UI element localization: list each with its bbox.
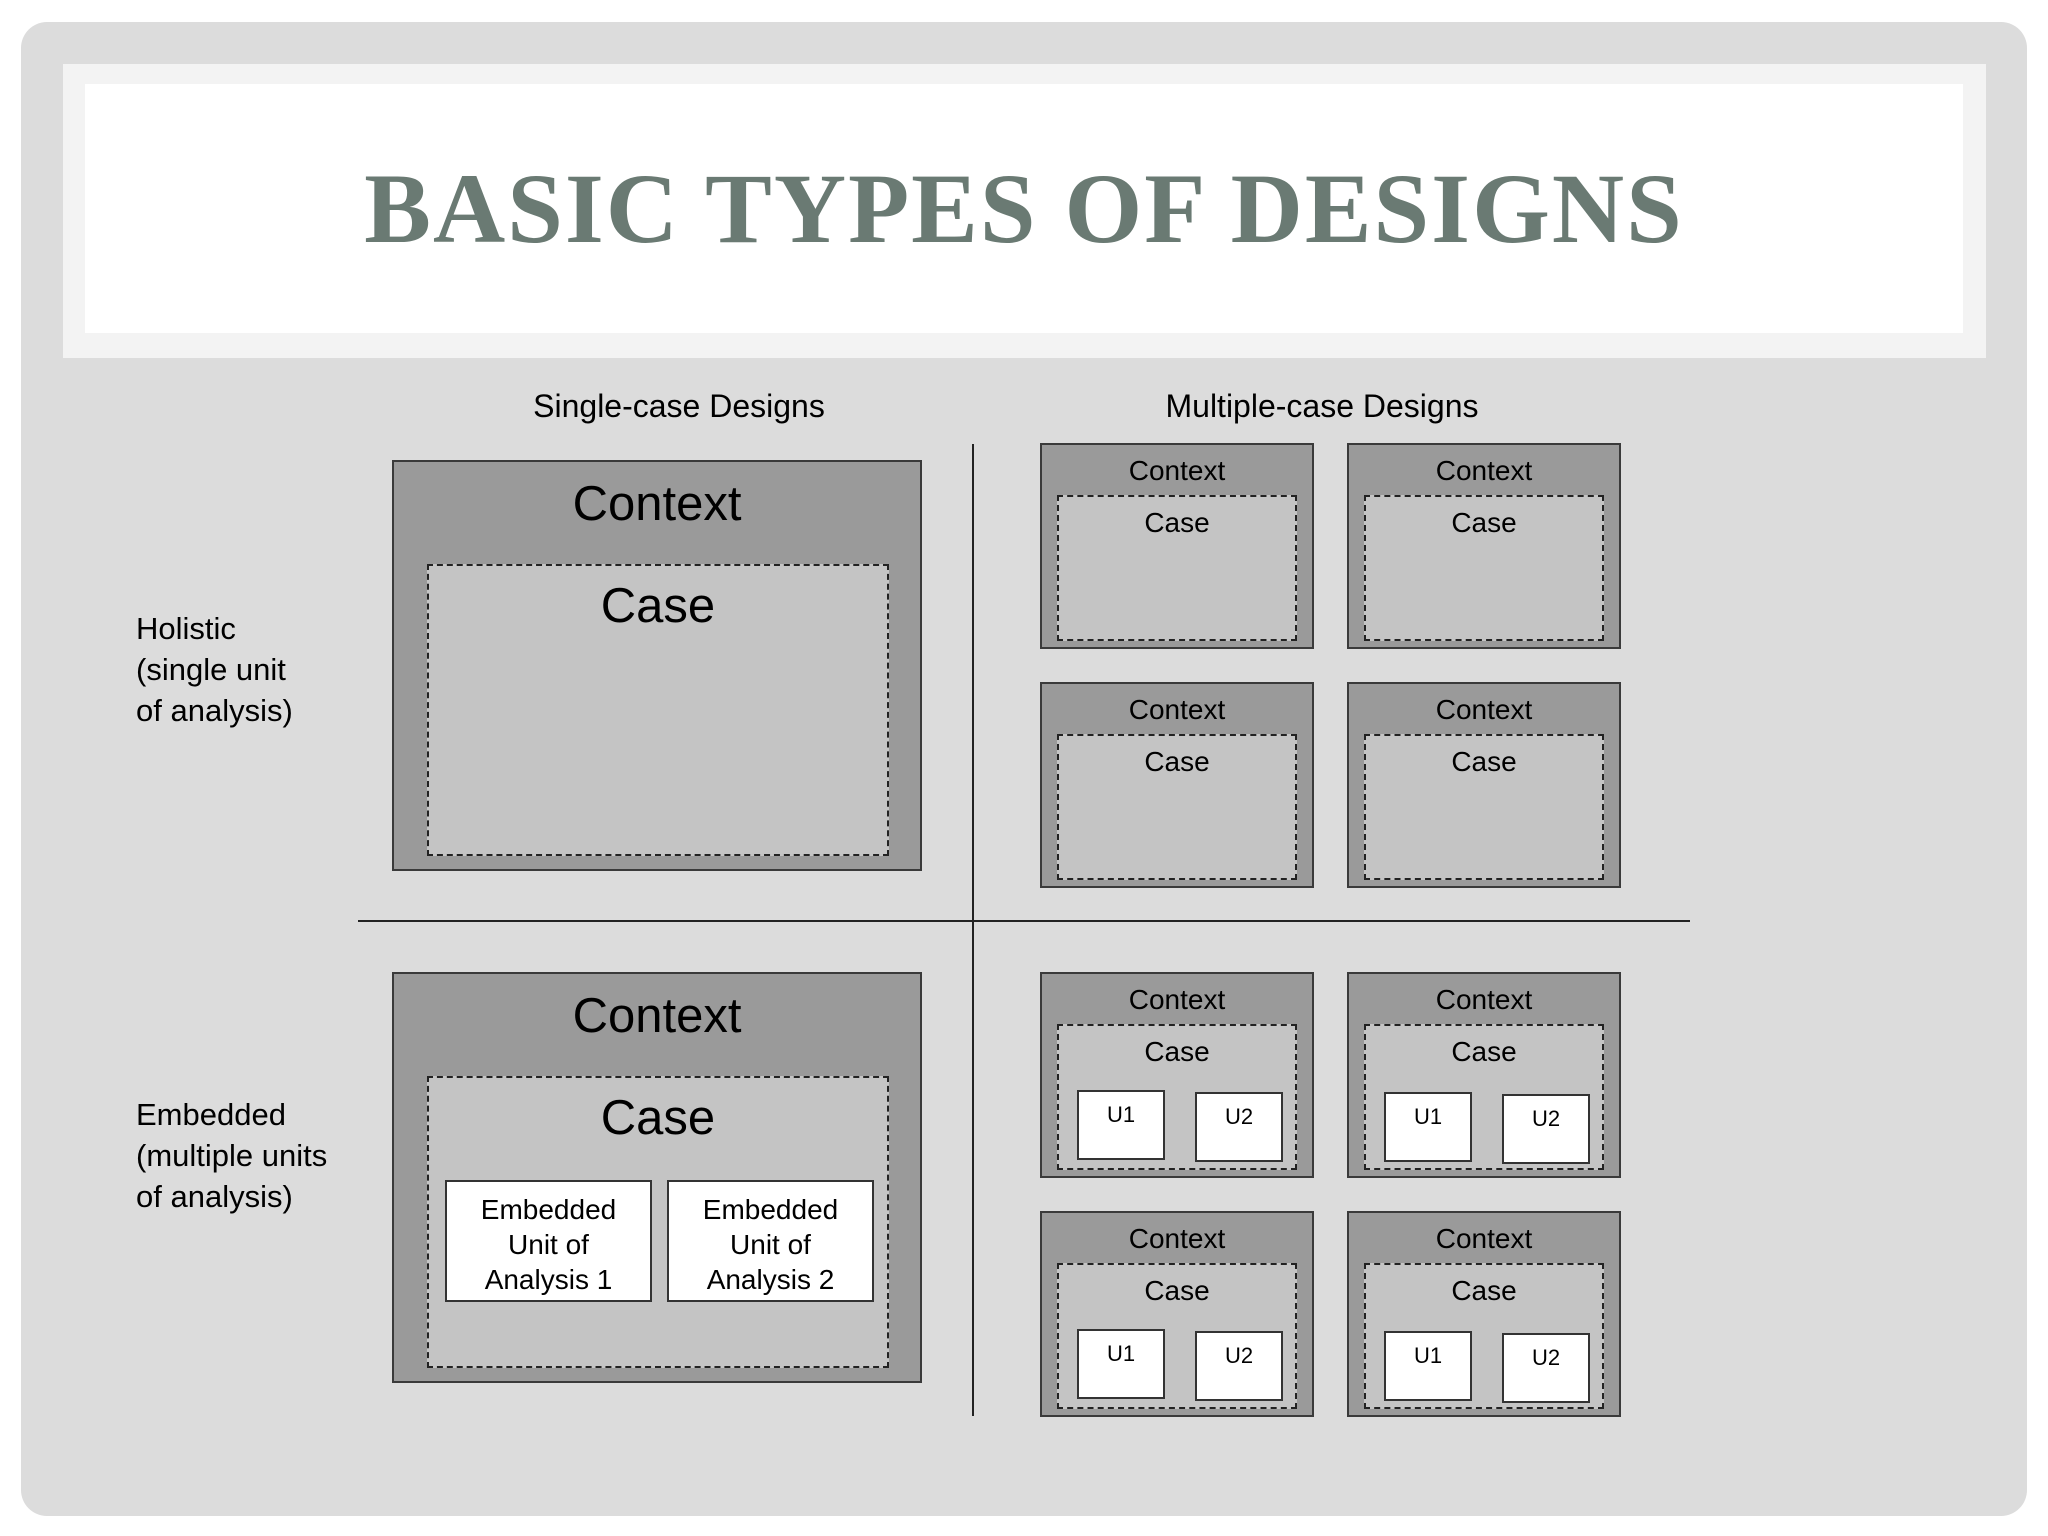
row-heading-embedded-line-3: of analysis) [136, 1179, 293, 1214]
context-label: Context [572, 989, 742, 1043]
case-label: Case [1451, 507, 1517, 538]
case-box: Case U1 U2 [1057, 1263, 1297, 1409]
context-box-multi-holistic-4: Context Case [1347, 682, 1621, 888]
case-box: Case [1364, 495, 1604, 641]
embedded-unit-1-line-1: Embedded [480, 1194, 617, 1225]
embedded-unit-1-line-3: Analysis 1 [484, 1264, 613, 1295]
row-heading-embedded-line-1: Embedded [136, 1097, 286, 1132]
horizontal-divider [358, 920, 1690, 922]
case-box: Case [1364, 734, 1604, 880]
embedded-unit-1: Embedded Unit of Analysis 1 [445, 1180, 652, 1302]
context-box-single-holistic: Context Case [392, 460, 922, 871]
embedded-unit-2-line-2: Unit of [730, 1229, 811, 1260]
column-heading-single: Single-case Designs [533, 388, 825, 424]
case-label: Case [1144, 507, 1210, 538]
vertical-divider [972, 444, 974, 1416]
case-box: Case [1057, 734, 1297, 880]
case-label: Case [1144, 746, 1210, 777]
embedded-unit-2-line-3: Analysis 2 [706, 1264, 835, 1295]
row-heading-holistic-line-3: of analysis) [136, 693, 293, 728]
unit-u2: U2 [1195, 1092, 1283, 1162]
case-label: Case [1144, 1036, 1210, 1067]
case-label: Case [1451, 746, 1517, 777]
context-box-multi-embedded-1: Context Case U1 U2 [1040, 972, 1314, 1178]
row-heading-embedded: Embedded (multiple units of analysis) [136, 1094, 327, 1217]
case-box: Case [427, 564, 889, 856]
case-box: Case U1 U2 [1364, 1024, 1604, 1170]
unit-u1: U1 [1077, 1090, 1165, 1160]
context-label: Context [1128, 455, 1226, 486]
row-heading-holistic-line-1: Holistic [136, 611, 236, 646]
row-heading-embedded-line-2: (multiple units [136, 1138, 328, 1173]
context-label: Context [1128, 1223, 1226, 1254]
row-heading-holistic: Holistic (single unit of analysis) [136, 608, 293, 731]
context-box-multi-holistic-3: Context Case [1040, 682, 1314, 888]
case-box: Case [1057, 495, 1297, 641]
case-label: Case [1451, 1275, 1517, 1306]
unit-u2: U2 [1502, 1333, 1590, 1403]
column-heading-multiple: Multiple-case Designs [1165, 388, 1479, 424]
case-label: Case [600, 579, 716, 633]
title-panel: BASIC TYPES OF DESIGNS [85, 84, 1963, 333]
case-box: Case Embedded Unit of Analysis 1 Embedde… [427, 1076, 889, 1368]
context-label: Context [572, 477, 742, 531]
unit-u1: U1 [1077, 1329, 1165, 1399]
case-label: Case [1144, 1275, 1210, 1306]
context-box-multi-embedded-4: Context Case U1 U2 [1347, 1211, 1621, 1417]
embedded-unit-2: Embedded Unit of Analysis 2 [667, 1180, 874, 1302]
context-label: Context [1435, 455, 1533, 486]
context-label: Context [1128, 984, 1226, 1015]
context-box-multi-embedded-2: Context Case U1 U2 [1347, 972, 1621, 1178]
context-box-single-embedded: Context Case Embedded Unit of Analysis 1… [392, 972, 922, 1383]
context-label: Context [1435, 984, 1533, 1015]
case-label: Case [1451, 1036, 1517, 1067]
unit-u2: U2 [1195, 1331, 1283, 1401]
embedded-unit-2-line-1: Embedded [702, 1194, 839, 1225]
context-box-multi-holistic-1: Context Case [1040, 443, 1314, 649]
unit-u1: U1 [1384, 1331, 1472, 1401]
unit-u1: U1 [1384, 1092, 1472, 1162]
case-label: Case [600, 1091, 716, 1145]
case-box: Case U1 U2 [1057, 1024, 1297, 1170]
context-box-multi-embedded-3: Context Case U1 U2 [1040, 1211, 1314, 1417]
row-heading-holistic-line-2: (single unit [136, 652, 286, 687]
embedded-unit-1-line-2: Unit of [508, 1229, 589, 1260]
case-box: Case U1 U2 [1364, 1263, 1604, 1409]
context-label: Context [1128, 694, 1226, 725]
context-label: Context [1435, 1223, 1533, 1254]
unit-u2: U2 [1502, 1094, 1590, 1164]
context-label: Context [1435, 694, 1533, 725]
context-box-multi-holistic-2: Context Case [1347, 443, 1621, 649]
slide-title: BASIC TYPES OF DESIGNS [364, 153, 1684, 264]
